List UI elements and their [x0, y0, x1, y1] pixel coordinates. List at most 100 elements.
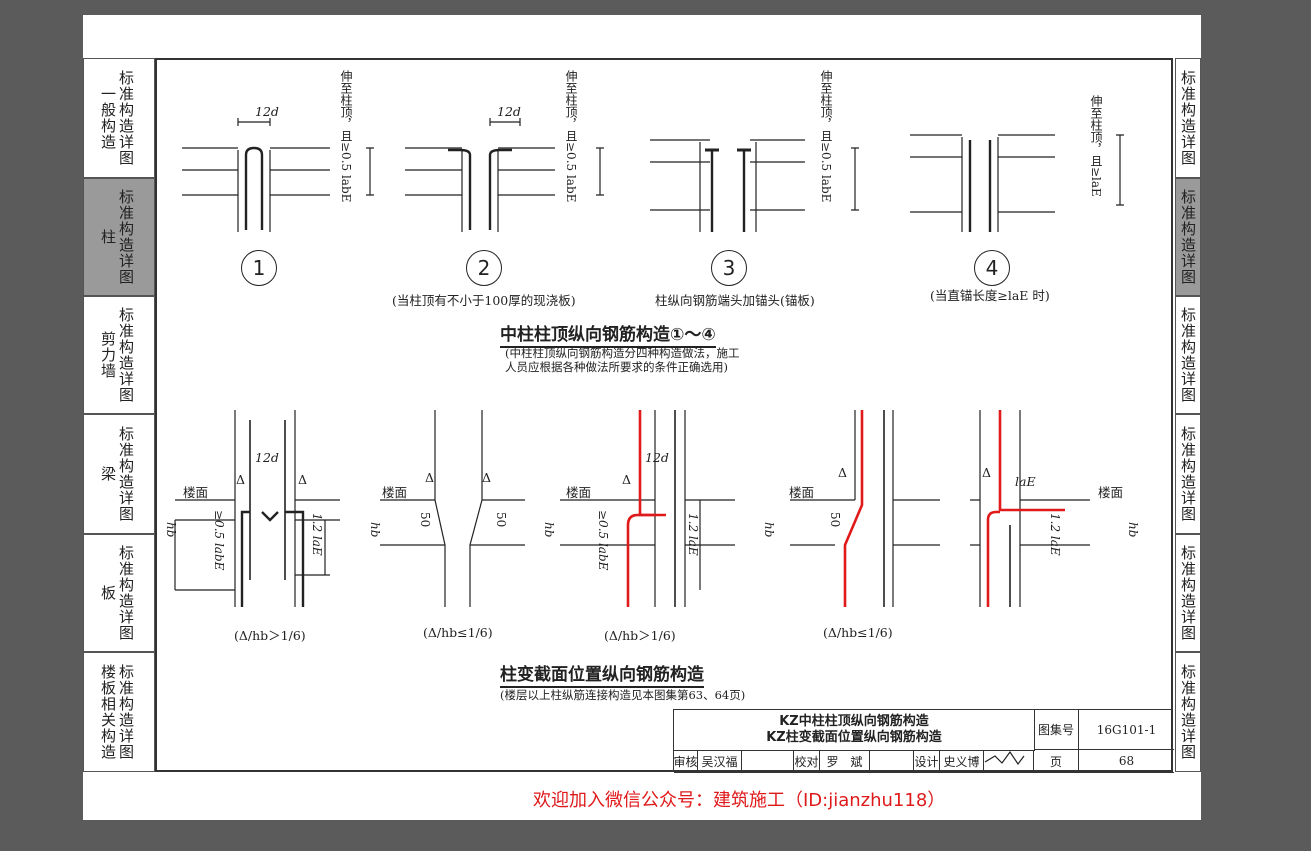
- bottom-3-floor: 楼面: [566, 485, 592, 500]
- bottom-4-caption: (Δ/hb≤1/6): [823, 625, 893, 640]
- right-tab-4[interactable]: 标准构造详图: [1175, 414, 1201, 534]
- bottom-3-caption: (Δ/hb＞1/6): [604, 628, 676, 643]
- bottom-1-caption: (Δ/hb＞1/6): [234, 628, 306, 643]
- bottom-5-hb: hb: [1126, 522, 1140, 538]
- bottom-4-hb: hb: [762, 522, 776, 538]
- bottom-1-anchor: ≥0.5 labE: [212, 510, 226, 571]
- drawing-sheet: [83, 15, 1201, 820]
- detail-3-drawing: [650, 139, 859, 232]
- bottom-1-delta: Δ: [236, 472, 246, 487]
- section-1-title: 中柱柱顶纵向钢筋构造①～④: [500, 320, 716, 348]
- tab-label: 标准构造详图: [117, 189, 135, 285]
- title-line-1: KZ中柱柱顶纵向钢筋构造: [779, 714, 929, 729]
- left-tab-slab[interactable]: 板 标准构造详图: [83, 534, 155, 652]
- bottom-3-hb: hb: [542, 522, 556, 538]
- bottom-5-lae: laE: [1015, 474, 1036, 489]
- left-tab-slab-related[interactable]: 楼板相关构造 标准构造详图: [83, 652, 155, 772]
- right-tab-3[interactable]: 标准构造详图: [1175, 296, 1201, 414]
- title-block: KZ中柱柱顶纵向钢筋构造 KZ柱变截面位置纵向钢筋构造 图集号 16G101-1…: [673, 709, 1174, 773]
- detail-2-side-note: 伸至柱顶，且≥0.5 labE: [564, 70, 578, 203]
- right-tab-6[interactable]: 标准构造详图: [1175, 652, 1201, 772]
- designer-sign: [984, 750, 1034, 773]
- bottom-3-dim: 12d: [645, 450, 669, 465]
- tab-label: 标准构造详图: [117, 426, 135, 522]
- page-number: 68: [1079, 750, 1174, 773]
- review-label: 审核: [674, 750, 698, 773]
- detail-2-dim: 12d: [497, 104, 521, 119]
- bottom-5-delta: Δ: [982, 465, 992, 480]
- tab-category: 板: [99, 585, 117, 601]
- detail-number-4: 4: [974, 250, 1010, 286]
- detail-3-caption: 柱纵向钢筋端头加锚头(锚板): [655, 293, 815, 308]
- bottom-4-fifty: 50: [828, 512, 842, 528]
- bottom-2-fifty: 50: [418, 512, 432, 528]
- drawing-frame: [155, 58, 1173, 772]
- bottom-detail-3: [560, 410, 735, 607]
- tab-label: 标准构造详图: [117, 70, 135, 166]
- right-tab-2[interactable]: 标准构造详图: [1175, 178, 1201, 296]
- reviewer: 吴汉福: [698, 750, 742, 773]
- bottom-4-delta: Δ: [838, 465, 848, 480]
- bottom-detail-4: [790, 410, 940, 607]
- check-label: 校对: [794, 750, 820, 773]
- right-tab-5[interactable]: 标准构造详图: [1175, 534, 1201, 652]
- detail-number-1: 1: [241, 250, 277, 286]
- tab-label: 标准构造详图: [117, 664, 135, 760]
- left-tab-column[interactable]: 柱 标准构造详图: [83, 178, 155, 296]
- tab-label: 标准构造详图: [117, 545, 135, 641]
- bottom-3-delta: Δ: [622, 472, 632, 487]
- section-2-note: (楼层以上柱纵筋连接构造见本图集第63、64页): [500, 688, 746, 702]
- detail-3-side-note: 伸至柱顶，且≥0.5 labE: [819, 70, 833, 203]
- design-label: 设计: [914, 750, 940, 773]
- page-label: 页: [1034, 750, 1079, 773]
- title-line-2: KZ柱变截面位置纵向钢筋构造: [766, 730, 942, 745]
- bottom-1-delta-right: Δ: [298, 472, 308, 487]
- reviewer-sign: [742, 750, 794, 773]
- detail-number-3: 3: [711, 250, 747, 286]
- designer: 史义博: [940, 750, 984, 773]
- detail-4-caption: (当直锚长度≥laE 时): [930, 288, 1050, 303]
- bottom-2-caption: (Δ/hb≤1/6): [423, 625, 493, 640]
- left-tab-shear-wall[interactable]: 剪力墙 标准构造详图: [83, 296, 155, 414]
- bottom-2-delta: Δ: [425, 470, 435, 485]
- section-2-title: 柱变截面位置纵向钢筋构造: [500, 660, 704, 688]
- title-block-signatures: [984, 750, 1025, 766]
- bottom-detail-2: [380, 410, 525, 607]
- detail-number-2: 2: [466, 250, 502, 286]
- bottom-1-lae: 1.2 laE: [310, 513, 324, 556]
- bottom-5-floor: 楼面: [1098, 485, 1124, 500]
- detail-1-dim: 12d: [255, 104, 279, 119]
- tab-category: 柱: [99, 229, 117, 245]
- bottom-detail-5: [970, 410, 1090, 607]
- bottom-3-lae: 1.2 laE: [686, 513, 700, 556]
- detail-2-caption: (当柱顶有不小于100厚的现浇板): [392, 293, 576, 308]
- title-block-main: KZ中柱柱顶纵向钢筋构造 KZ柱变截面位置纵向钢筋构造: [674, 710, 1035, 751]
- watermark-text: 欢迎加入微信公众号：建筑施工（ID:jianzhu118）: [533, 790, 946, 811]
- bottom-detail-1: [174, 410, 340, 607]
- bottom-1-hb: hb: [164, 522, 178, 538]
- tab-category: 剪力墙: [99, 331, 117, 379]
- detail-4-side-note: 伸至柱顶，且≥laE: [1089, 95, 1103, 197]
- right-tab-1[interactable]: 标准构造详图: [1175, 58, 1201, 178]
- left-tab-general[interactable]: 一般构造 标准构造详图: [83, 58, 155, 178]
- detail-2-drawing: [405, 118, 604, 232]
- bottom-3-anchor: ≥0.5 labE: [596, 510, 610, 571]
- atlas-number: 16G101-1: [1079, 710, 1174, 750]
- bottom-2-delta-right: Δ: [482, 470, 492, 485]
- bottom-5-lae-12: 1.2 laE: [1048, 513, 1062, 556]
- tab-label: 标准构造详图: [117, 307, 135, 403]
- bottom-1-floor: 楼面: [183, 485, 209, 500]
- tab-category: 一般构造: [99, 86, 117, 150]
- bottom-4-floor: 楼面: [789, 485, 815, 500]
- bottom-2-fifty-right: 50: [494, 512, 508, 528]
- left-tab-beam[interactable]: 梁 标准构造详图: [83, 414, 155, 534]
- section-1-note: (中柱柱顶纵向钢筋构造分四种构造做法，施工人员应根据各种做法所要求的条件正确选用…: [505, 346, 740, 374]
- checker: 罗 斌: [820, 750, 870, 773]
- detail-1-side-note: 伸至柱顶，且≥0.5 labE: [339, 70, 353, 203]
- bottom-2-floor: 楼面: [382, 485, 408, 500]
- bottom-2-hb: hb: [368, 522, 382, 538]
- checker-sign: [870, 750, 914, 773]
- bottom-1-dim: 12d: [255, 450, 279, 465]
- detail-1-drawing: [182, 118, 374, 232]
- atlas-label: 图集号: [1034, 710, 1079, 750]
